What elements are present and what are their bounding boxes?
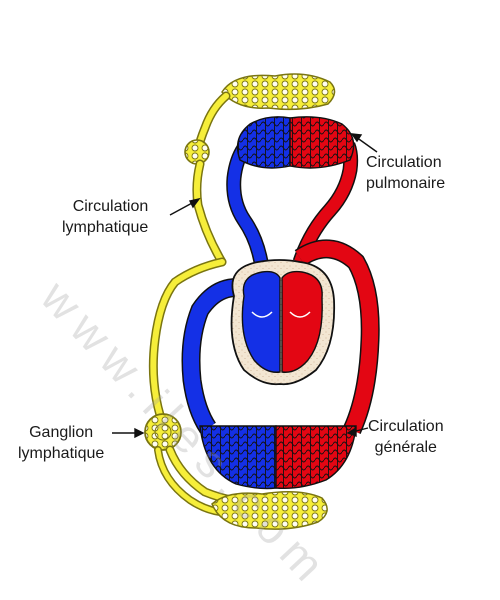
systemic-circulation	[181, 239, 380, 490]
upper-lymphatic-capillaries	[221, 73, 336, 111]
label-ganglion: Ganglion lymphatique	[18, 422, 104, 464]
ganglion-node	[144, 413, 182, 451]
arrow-lymphatic	[169, 197, 201, 216]
arrow-pulmonary	[350, 133, 378, 153]
pulmonary-circulation	[226, 116, 359, 270]
right-valve	[251, 311, 273, 318]
left-heart	[281, 270, 323, 373]
label-general-line2: générale	[374, 439, 437, 456]
label-pulmonary-line2: pulmonaire	[366, 175, 446, 192]
upper-lymph-node	[184, 139, 210, 165]
systemic-capillaries-blue	[199, 425, 277, 490]
label-ganglion-line1: Ganglion	[29, 424, 94, 441]
label-ganglion-line2: lymphatique	[18, 445, 105, 462]
systemic-capillaries-red	[275, 425, 357, 490]
label-lymphatic: Circulation lymphatique	[62, 196, 148, 238]
left-valve	[289, 311, 311, 318]
label-pulmonary-line1: Circulation	[366, 154, 442, 171]
pulmonary-capillaries-red	[289, 116, 355, 169]
label-general-line1: Circulation	[368, 418, 444, 435]
heart	[230, 259, 336, 386]
label-lymphatic-line1: Circulation	[72, 198, 149, 215]
arrow-ganglion	[112, 427, 145, 439]
right-heart	[241, 270, 281, 373]
arrow-general	[346, 426, 369, 438]
lymphatic-system	[144, 73, 336, 530]
lower-lymphatic-capillaries	[211, 491, 328, 530]
label-general: Circulation générale	[368, 416, 444, 458]
label-pulmonary: Circulation pulmonaire	[366, 152, 445, 194]
pointer-arrows	[112, 133, 378, 439]
pulmonary-capillaries-blue	[236, 116, 291, 169]
label-lymphatic-line2: lymphatique	[62, 219, 149, 236]
